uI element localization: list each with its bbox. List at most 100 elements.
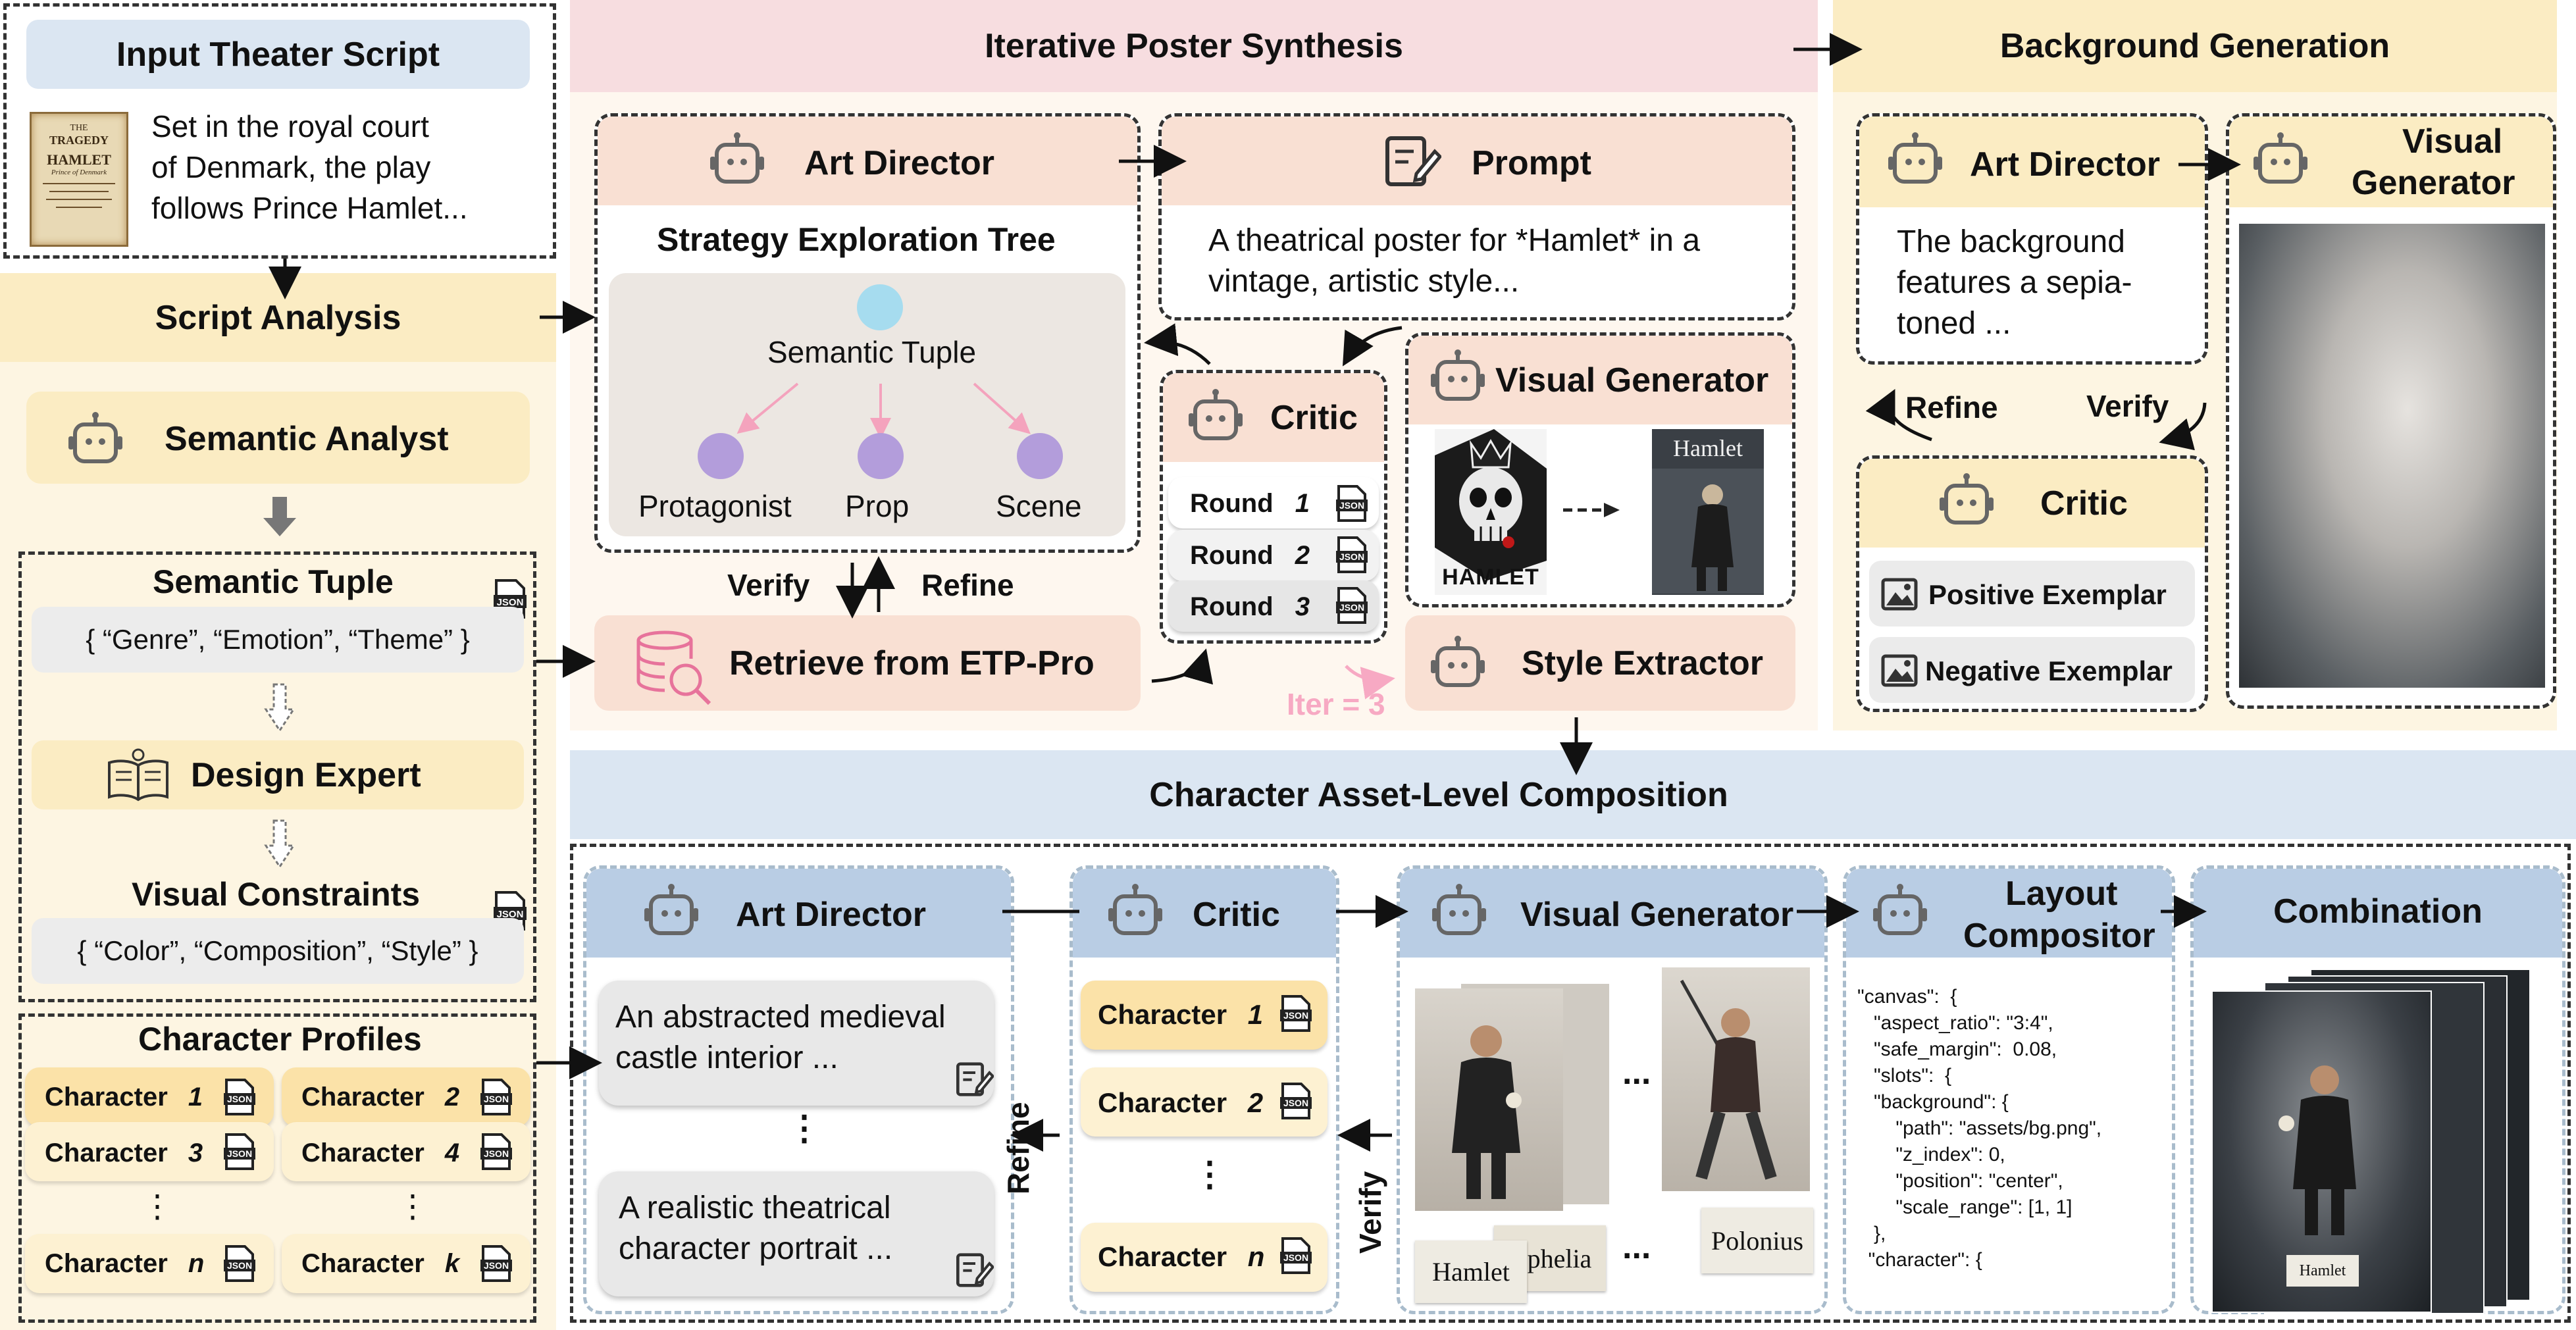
tree-leaf-node xyxy=(698,433,744,479)
cac-vertical-ellipsis: ⋮ xyxy=(787,1110,821,1148)
json-badge: JSON xyxy=(484,1094,509,1104)
bg-art-director-label: Art Director xyxy=(1970,145,2160,184)
dashed-arrow xyxy=(1563,500,1622,523)
profiles-title: Character Profiles xyxy=(138,1021,422,1058)
code-line: "position": "center", xyxy=(1857,1170,2063,1192)
robot-icon xyxy=(1888,132,1942,184)
cac-visual-generator-header xyxy=(1400,869,1824,958)
profile-label: Character k xyxy=(301,1249,460,1278)
ips-visual-generator-header xyxy=(1408,336,1792,424)
json-badge: JSON xyxy=(484,1148,509,1159)
visual-constraints-value-box xyxy=(32,918,524,984)
sa-dashed-box xyxy=(18,551,536,1002)
cac-critic-label: Critic xyxy=(1193,896,1280,934)
tree-edges xyxy=(736,382,1031,438)
json-badge: JSON xyxy=(497,909,524,920)
json-icon: JSON xyxy=(480,1132,512,1175)
input-title: Input Theater Script xyxy=(26,20,530,89)
prompt-text-line: A theatrical poster for *Hamlet* in a xyxy=(1208,223,1701,258)
prompt-title: Prompt xyxy=(1472,144,1591,182)
profile-ellipsis: ⋮ xyxy=(397,1189,428,1224)
poster-image-hamlet: Hamlet xyxy=(1652,429,1764,595)
code-line: "character": { xyxy=(1857,1249,1982,1271)
code-line: }, xyxy=(1857,1223,1886,1244)
bg-text-line: features a sepia- xyxy=(1897,265,2132,300)
robot-icon xyxy=(1940,473,1994,524)
json-icon: JSON xyxy=(224,1077,255,1120)
json-icon: JSON xyxy=(1336,484,1368,526)
prompt-text-line: vintage, artistic style... xyxy=(1208,264,1520,299)
book-icon xyxy=(108,748,168,802)
ips-title-bar xyxy=(570,0,1818,92)
style-extractor-box xyxy=(1405,615,1795,711)
style-extractor-label: Style Extractor xyxy=(1522,644,1764,682)
ips-refine-label: Refine xyxy=(921,568,1014,602)
tree-root-node xyxy=(857,284,903,330)
semantic-analyst-box xyxy=(26,392,530,484)
cac-prompt-line: castle interior ... xyxy=(615,1040,838,1075)
prompt-header xyxy=(1162,116,1792,205)
bg-title: Background Generation xyxy=(1999,27,2390,65)
robot-icon xyxy=(1431,636,1485,687)
ips-critic-header xyxy=(1163,373,1384,462)
sa-title: Script Analysis xyxy=(155,298,401,337)
book-line: TRAGEDY xyxy=(49,134,109,147)
bg-text-line: The background xyxy=(1897,224,2125,259)
bg-visual-generator-header xyxy=(2229,116,2553,207)
robot-icon xyxy=(644,884,698,935)
json-icon: JSON xyxy=(480,1077,512,1120)
combination-image: Hamlet xyxy=(2211,990,2432,1313)
cac-visual-generator-label: Visual Generator xyxy=(1520,896,1794,934)
book-line: HAMLET xyxy=(47,151,111,168)
tree-leaf-label: Protagonist xyxy=(638,489,792,523)
tag-dots: ... xyxy=(1622,1228,1651,1266)
json-icon: JSON xyxy=(1280,994,1312,1036)
robot-icon xyxy=(1432,884,1486,935)
semantic-tuple-title: Semantic Tuple xyxy=(153,563,394,600)
json-icon: JSON xyxy=(480,1244,512,1287)
round-label: Round 3 xyxy=(1190,592,1310,621)
profile-label: Character n xyxy=(45,1249,205,1278)
name-tag: Hamlet xyxy=(1415,1240,1527,1303)
character-photo xyxy=(1415,988,1563,1211)
json-badge: JSON xyxy=(1339,500,1364,511)
profile-label: Character 1 xyxy=(45,1083,203,1112)
cac-prompt-box xyxy=(599,1171,994,1296)
code-line: "canvas": { xyxy=(1857,986,1957,1008)
hollow-down-arrow xyxy=(263,819,296,869)
json-icon: JSON xyxy=(1336,535,1368,578)
iter-label: Iter = 3 xyxy=(1287,687,1385,721)
code-line: "slots": { xyxy=(1857,1065,1952,1087)
cac-char-label: Character 1 xyxy=(1098,999,1264,1030)
input-line-3: follows Prince Hamlet... xyxy=(151,191,468,225)
json-icon: JSON xyxy=(224,1132,255,1175)
ips-verify-label: Verify xyxy=(727,568,810,602)
cac-refine-label: Refine xyxy=(1001,1102,1035,1194)
bg-art-director-header xyxy=(1859,116,2205,207)
cac-prompt-line: An abstracted medieval xyxy=(615,1000,946,1035)
code-line: "z_index": 0, xyxy=(1857,1144,2005,1165)
design-expert-label: Design Expert xyxy=(191,756,421,794)
cac-char-label: Character 2 xyxy=(1098,1087,1264,1118)
profile-label: Character 4 xyxy=(301,1138,460,1167)
edit-icon xyxy=(1385,136,1441,186)
character-photo xyxy=(1662,967,1810,1191)
poster-title-text: HAMLET xyxy=(1442,564,1539,590)
profiles-box xyxy=(18,1013,536,1323)
ips-title: Iterative Poster Synthesis xyxy=(985,27,1403,65)
robot-icon xyxy=(2254,132,2307,184)
json-badge: JSON xyxy=(1283,1010,1308,1021)
semantic-tuple-value-box xyxy=(32,607,524,673)
input-line-2: of Denmark, the play xyxy=(151,150,431,184)
json-icon: JSON xyxy=(1280,1081,1312,1124)
cac-char-label: Character n xyxy=(1098,1241,1265,1272)
json-badge: JSON xyxy=(1339,551,1364,562)
json-badge: JSON xyxy=(227,1148,252,1159)
cac-char-ellipsis: ⋮ xyxy=(1193,1156,1227,1194)
cac-art-director-label: Art Director xyxy=(736,896,926,934)
robot-icon xyxy=(710,132,764,184)
combo-name-tag: Hamlet xyxy=(2286,1255,2359,1287)
retrieve-label: Retrieve from ETP-Pro xyxy=(729,644,1095,682)
layout-compositor-label: Layout xyxy=(2005,875,2118,913)
bg-text-line: toned ... xyxy=(1897,306,2011,341)
